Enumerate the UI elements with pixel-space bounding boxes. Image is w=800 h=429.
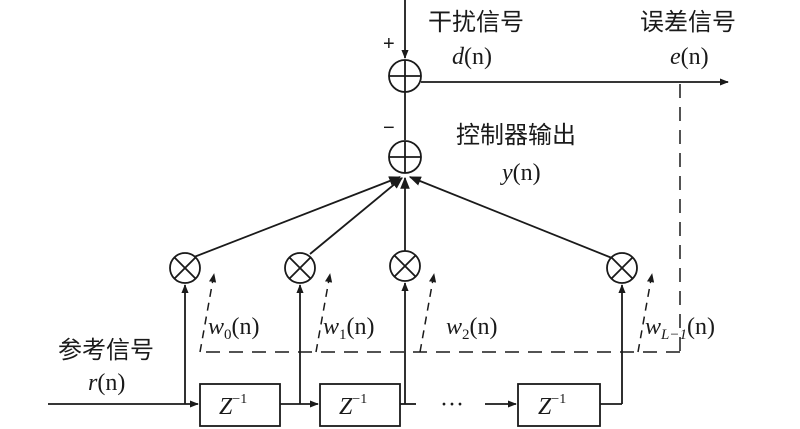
reference-symbol: r(n) bbox=[88, 370, 125, 396]
error-label: 误差信号 bbox=[640, 8, 736, 36]
multiplier-L bbox=[606, 252, 638, 284]
multiplier-2 bbox=[389, 250, 421, 282]
minus-sign: − bbox=[383, 117, 395, 139]
delay-label-L: Z−1 bbox=[538, 392, 566, 420]
weight-label-1: w1(n) bbox=[323, 314, 375, 343]
weightL-adapt-arrow bbox=[637, 273, 655, 353]
controller-output-label: 控制器输出 bbox=[456, 121, 576, 149]
weight-label-L: wL−1(n) bbox=[645, 314, 715, 343]
error-summing-node bbox=[388, 59, 422, 93]
tapL-to-sum-arrow bbox=[408, 176, 613, 259]
delay-label-1: Z−1 bbox=[219, 392, 247, 420]
tap0-to-sum-arrow bbox=[193, 176, 402, 258]
tap1-to-sum-arrow bbox=[309, 177, 403, 255]
reference-label: 参考信号 bbox=[58, 336, 154, 364]
weight-label-2: w2(n) bbox=[446, 314, 498, 343]
delay-block-1 bbox=[199, 383, 281, 427]
multiplier-1 bbox=[284, 252, 316, 284]
delay-block-2 bbox=[319, 383, 401, 427]
multiplier-0 bbox=[169, 252, 201, 284]
disturbance-symbol: d(n) bbox=[452, 44, 492, 70]
controller-output-symbol: y(n) bbox=[500, 160, 541, 186]
weight2-adapt-arrow bbox=[419, 273, 437, 353]
output-summing-node bbox=[388, 140, 422, 174]
disturbance-label: 干扰信号 bbox=[428, 8, 524, 36]
weight-label-0: w0(n) bbox=[208, 314, 260, 343]
plus-sign: + bbox=[383, 33, 395, 55]
ellipsis: ··· bbox=[440, 392, 464, 418]
error-symbol: e(n) bbox=[670, 44, 709, 70]
weight0-adapt-arrow bbox=[199, 273, 217, 353]
delay-block-L bbox=[517, 383, 601, 427]
weight1-adapt-arrow bbox=[315, 273, 333, 353]
delay-label-2: Z−1 bbox=[339, 392, 367, 420]
